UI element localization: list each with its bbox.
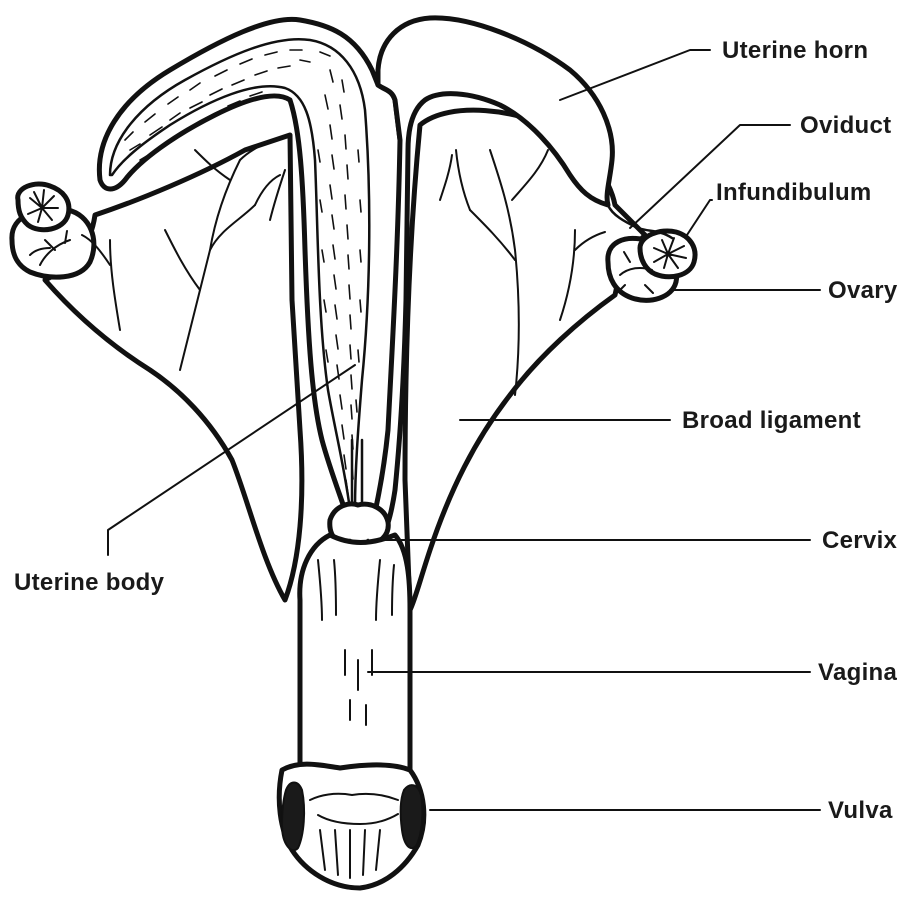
label-vulva: Vulva (828, 797, 893, 824)
label-infundibulum: Infundibulum (716, 179, 872, 206)
label-uterine-horn: Uterine horn (722, 37, 868, 64)
label-broad-ligament: Broad ligament (682, 407, 861, 434)
label-ovary: Ovary (828, 277, 898, 304)
vulva-labia-left (282, 783, 304, 851)
label-vagina: Vagina (818, 659, 898, 686)
label-uterine-body: Uterine body (14, 569, 165, 596)
label-oviduct: Oviduct (800, 112, 891, 139)
broad-ligament-left (45, 135, 302, 600)
label-cervix: Cervix (822, 527, 898, 554)
vulva-labia-right (401, 785, 423, 848)
leader-infundibulum (685, 200, 712, 238)
leader-oviduct (630, 125, 790, 228)
